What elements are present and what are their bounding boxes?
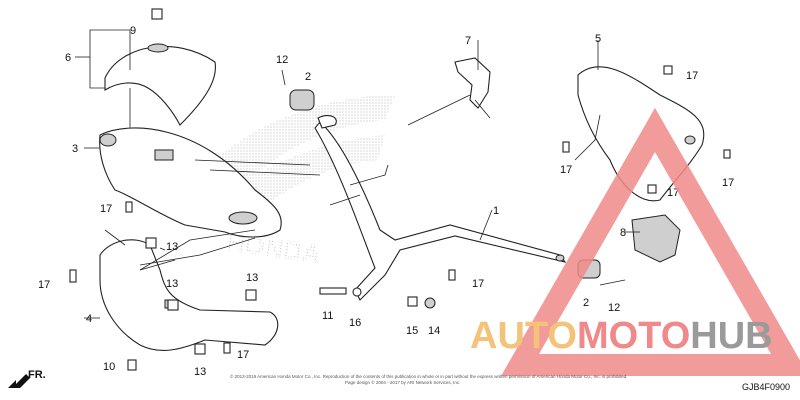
callout-17-lowerleft: 17 — [38, 279, 50, 291]
copyright-line: © 2013-2019 American Honda Motor Co., In… — [230, 373, 628, 379]
automotohub-watermark: AUTOMOTOHUB — [470, 107, 800, 376]
callout-4: 4 — [86, 313, 92, 325]
watermark-hub: HUB — [690, 315, 772, 357]
part-6-upper-cover — [104, 43, 216, 160]
callout-14: 14 — [428, 325, 440, 337]
leader-lines — [75, 29, 640, 319]
callout-12-top: 12 — [276, 54, 288, 66]
callout-13-d: 13 — [194, 366, 206, 378]
callout-17-left: 17 — [100, 203, 112, 215]
part-1-handlebar — [314, 115, 567, 301]
callout-13-b: 13 — [166, 278, 178, 290]
copyright-line-2: Page design © 2004 - 2017 by ARI Network… — [345, 379, 460, 385]
callout-3: 3 — [72, 143, 78, 155]
callout-2-top: 2 — [305, 71, 311, 83]
callout-2-bottom: 2 — [583, 297, 589, 309]
callouts: 9 6 12 2 7 5 17 3 17 17 17 17 1 8 13 17 … — [38, 25, 734, 378]
callout-1: 1 — [493, 205, 499, 217]
callout-12-bottom: 12 — [608, 302, 620, 314]
callout-16: 16 — [349, 317, 361, 329]
callout-7: 7 — [465, 35, 471, 47]
part-8-switch — [631, 214, 681, 263]
callout-10: 10 — [103, 361, 115, 373]
front-direction-arrow: FR. — [8, 369, 46, 388]
callout-17-center: 17 — [472, 278, 484, 290]
callout-8: 8 — [620, 227, 626, 239]
callout-15: 15 — [406, 325, 418, 337]
callout-17-bottom: 17 — [237, 349, 249, 361]
callout-13-c: 13 — [246, 272, 258, 284]
fasteners — [69, 8, 731, 371]
callout-9: 9 — [130, 25, 136, 37]
callout-13-a: 13 — [166, 241, 178, 253]
diagram-code: GJB4F0900 — [742, 382, 790, 392]
watermark-moto: MOTO — [577, 315, 690, 357]
watermark-auto: AUTO — [470, 315, 577, 357]
part-2-grip-left — [289, 89, 315, 111]
callout-6: 6 — [65, 52, 71, 64]
part-3-lower-cover — [99, 127, 282, 238]
direction-label: FR. — [28, 369, 46, 381]
callout-17-mid: 17 — [667, 187, 679, 199]
callout-11: 11 — [322, 310, 333, 322]
svg-text:AUTOMOTOHUB: AUTOMOTOHUB — [470, 315, 773, 357]
callout-17-cover: 17 — [560, 164, 572, 176]
callout-17-right: 17 — [722, 177, 734, 189]
callout-17-topright: 17 — [686, 70, 698, 82]
part-7-bracket — [407, 57, 491, 126]
callout-5: 5 — [595, 33, 601, 45]
